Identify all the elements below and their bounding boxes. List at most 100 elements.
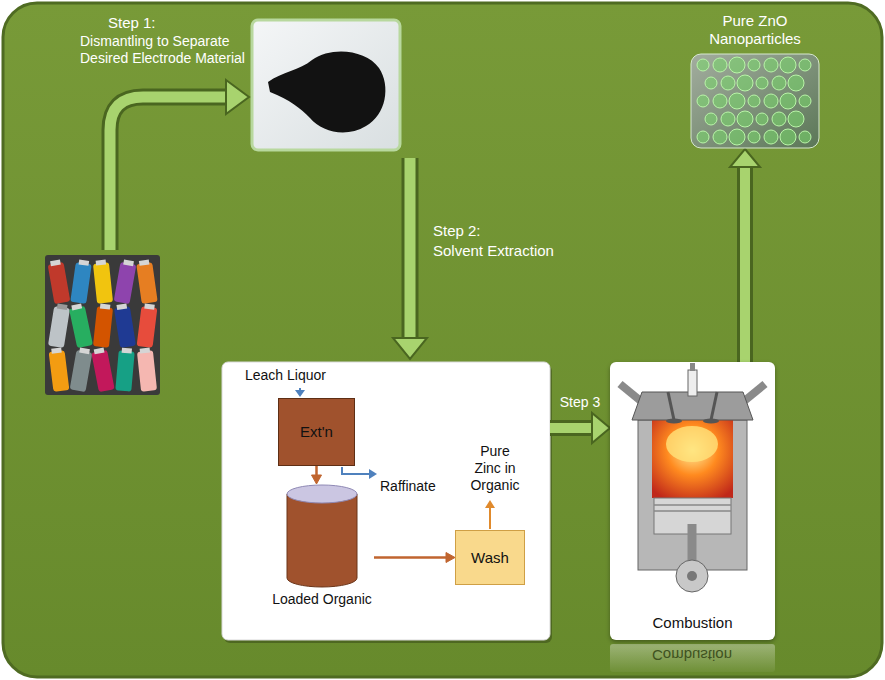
tank-outline: [286, 484, 358, 588]
nanoparticle-image-part: [713, 94, 727, 108]
nanoparticle-image-part: [772, 112, 786, 126]
flow-connector: [374, 553, 455, 563]
battery-photo-part: [91, 347, 115, 392]
battery-photo-part-part: [114, 262, 137, 304]
arrow-outline: [550, 420, 593, 436]
engine-illustration-part-part: [668, 392, 674, 420]
arrow-head: [730, 149, 760, 167]
extraction-box: Ext'n: [278, 398, 355, 466]
nanoparticle-image-part: [748, 59, 760, 71]
step-description: Solvent Extraction: [433, 242, 554, 260]
nanoparticle-image-part: [764, 94, 778, 108]
arrow-outline: [737, 166, 753, 362]
battery-photo-part-part: [93, 262, 113, 303]
nanoparticle-image-part: [780, 93, 796, 109]
nanoparticle-image-part: [729, 57, 745, 73]
nanoparticle-image-part: [799, 59, 811, 71]
battery-photo-part: [48, 303, 71, 348]
engine-illustration-part-part: [690, 363, 695, 371]
stream-label: Pure Zinc in Organic: [466, 443, 524, 493]
electrode-powder-photo-part: [252, 20, 400, 150]
battery-photo-part-part: [79, 260, 90, 266]
flow-connector: [550, 413, 610, 443]
step-arrow-part: [226, 80, 249, 114]
battery-photo-part-part: [96, 260, 106, 266]
nanoparticle-image-part: [756, 77, 768, 89]
box-label: Wash: [471, 549, 509, 567]
box-label: Ext'n: [300, 423, 333, 441]
battery-photo-part-part: [100, 304, 110, 310]
arrow-head: [312, 475, 322, 484]
battery-photo-part-part: [70, 350, 93, 392]
panel-heading: Leach Liquor: [245, 367, 550, 384]
battery-photo-part-part: [137, 306, 158, 348]
nanoparticle-image-part: [713, 58, 727, 72]
combustion-panel: Combustion: [610, 362, 775, 640]
nanoparticle-image-part: [788, 75, 804, 91]
battery-photo-part: [115, 347, 135, 391]
battery-photo-part: [137, 347, 157, 391]
engine-illustration: [610, 362, 775, 600]
nanoparticle-image-part: [780, 129, 796, 145]
nanoparticle-image-part: [788, 111, 804, 127]
nanoparticle-image-part: [721, 112, 735, 126]
engine-illustration-part-part: [688, 370, 697, 396]
loaded-organic-tank: Loaded Organic: [270, 484, 374, 608]
image-heading: Pure ZnO Nanoparticles: [690, 12, 820, 48]
battery-photo-part: [114, 303, 137, 348]
battery-photo-part: [70, 259, 92, 304]
step-arrow: [110, 80, 249, 250]
step-arrow-part: [405, 158, 416, 342]
zno-nanoparticle-image: Pure ZnO Nanoparticles: [690, 12, 820, 149]
engine-illustration-part-part: [654, 505, 731, 511]
battery-photo-part: [48, 347, 69, 392]
flow-connector: [730, 149, 760, 362]
nanoparticle-image-part: [713, 130, 727, 144]
stream-label: Raffinate: [380, 478, 436, 495]
nanoparticle-image-part: [697, 95, 709, 107]
step-arrow-part: [402, 158, 419, 342]
step-label: Step 2:: [433, 222, 481, 240]
battery-photo-part-part: [144, 304, 155, 310]
nanoparticle-image-part: [721, 76, 735, 90]
tank-label: Loaded Organic: [272, 591, 372, 608]
battery-photo-part-part: [50, 259, 61, 266]
battery-photo-part: [70, 347, 93, 392]
battery-photo-part: [137, 303, 158, 348]
engine-illustration-part-part: [666, 426, 718, 462]
battery-photo-part: [68, 303, 93, 348]
battery-photo-part-part: [57, 304, 68, 311]
battery-photo-part-part: [114, 306, 136, 348]
battery-photo-part-part: [140, 348, 150, 354]
product-arrow: [485, 500, 495, 529]
battery-photo-part-part: [71, 303, 82, 310]
feed-arrow: [295, 388, 305, 397]
nanoparticle-image-part: [748, 131, 760, 143]
step-arrow-part: [110, 97, 228, 250]
battery-photo-part-part: [122, 348, 132, 354]
nanoparticle-image-part: [697, 131, 709, 143]
product-arrow-part: [489, 507, 491, 529]
step-arrow: [393, 158, 427, 359]
nanoparticle-image-part: [780, 57, 796, 73]
nanoparticle-image: [690, 53, 820, 149]
step-label: Step 3: [560, 394, 600, 411]
electrode-powder-photo: [252, 20, 400, 150]
battery-photo-part-part: [93, 306, 113, 347]
battery-photo-part-part: [123, 259, 134, 266]
step-label: Step 1:: [108, 14, 156, 32]
arrow-head: [592, 413, 610, 443]
raffinate-arrow: [342, 467, 377, 479]
step-arrow-part: [110, 97, 228, 250]
step-arrow: [740, 166, 750, 362]
panel-outline: [222, 362, 550, 640]
engine-illustration-part-part: [666, 419, 682, 424]
battery-photo-part-part: [51, 348, 62, 354]
reflection-text: Combustion: [652, 646, 732, 664]
nanoparticle-image-part: [756, 113, 768, 125]
step-arrow: [550, 423, 593, 433]
battery-photo-part: [45, 255, 160, 395]
battery-photo-part-part: [49, 350, 70, 392]
